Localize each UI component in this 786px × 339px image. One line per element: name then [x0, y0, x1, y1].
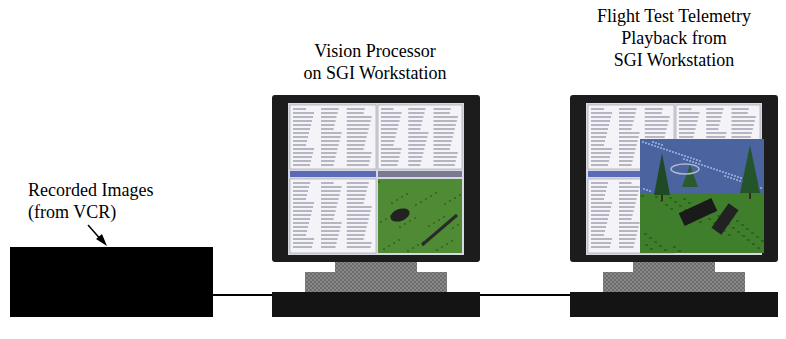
monitor-neck: [335, 262, 417, 272]
monitor-stand: [305, 272, 447, 292]
vcr-unit: Recorded Images (from VCR): [10, 247, 213, 317]
monitor-screen: [288, 103, 464, 255]
workstation-title: Flight Test Telemetry Playback from SGI …: [579, 5, 769, 71]
workstation: Flight Test Telemetry Playback from SGI …: [570, 95, 778, 317]
scene-window: [640, 139, 764, 253]
monitor-neck: [633, 262, 715, 272]
monitor-illustration: [272, 95, 480, 317]
monitor-stand: [603, 272, 745, 292]
monitor-illustration: [570, 95, 778, 317]
cable: [480, 295, 570, 296]
workstation-title: Vision Processor on SGI Workstation: [275, 40, 475, 84]
source-label: Recorded Images (from VCR): [28, 179, 168, 223]
workstation: Vision Processor on SGI Workstation: [272, 95, 480, 317]
monitor-bezel: [272, 95, 480, 262]
vcr-illustration: [10, 247, 213, 317]
workstation-base: [272, 292, 480, 317]
cable: [213, 295, 272, 296]
monitor-bezel: [570, 95, 778, 262]
workstation-base: [570, 292, 778, 317]
